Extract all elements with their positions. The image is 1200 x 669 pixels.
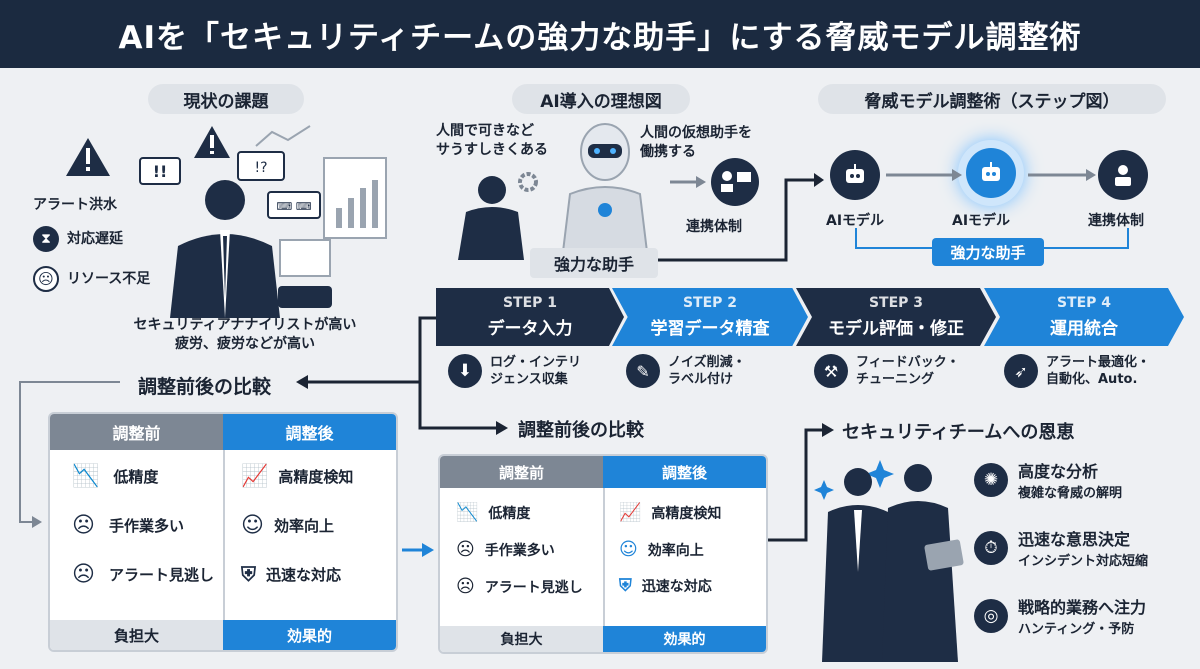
current-caption: セキュリティアナナイリストが高い 疲労、疲労などが高い: [133, 317, 357, 352]
brain-icon: ✺: [974, 462, 1008, 497]
chart-up-icon: 📈: [241, 464, 269, 489]
broom-icon: ✎: [626, 354, 660, 388]
compare-left-after-item-1: 📈高精度検知: [241, 464, 354, 489]
wrench-icon: ⚒: [814, 354, 848, 388]
compare-left-before-item-1: 📉低精度: [72, 464, 159, 489]
sad-face-icon: ☹: [72, 513, 95, 538]
ideal-right-text: 人間の仮想助手を 働携する: [640, 125, 752, 160]
compare-left-after-header: 調整後: [223, 414, 396, 450]
current-heading: 現状の課題: [148, 84, 304, 114]
page-title: AIを「セキュリティチームの強力な助手」にする脅威モデル調整術: [118, 19, 1082, 56]
worried-face-icon: ☹: [72, 562, 95, 587]
compare-left-before-header: 調整前: [50, 414, 223, 450]
ideal-illustration: [458, 123, 759, 261]
step-1-desc: ⬇ ログ・インテリジェンス収集: [448, 354, 581, 388]
operator-icon: [1098, 150, 1148, 200]
steps-diagram-arrows: [886, 169, 1096, 181]
current-item-resource: ☹ リソース不足: [33, 266, 150, 292]
title-bar: AIを「セキュリティチームの強力な助手」にする脅威モデル調整術: [0, 0, 1200, 68]
chart-down-icon: 📉: [72, 464, 100, 489]
compare-right-after-foot: 効果的: [603, 626, 766, 652]
compare-right-before-item-2: ☹手作業多い: [456, 539, 555, 560]
ideal-collab: 連携体制: [686, 219, 742, 235]
ideal-assistant-label: 強力な助手: [530, 248, 658, 278]
step-1: STEP 1 データ入力: [436, 288, 624, 346]
compare-right-after-item-3: ⛨迅速な対応: [618, 576, 712, 596]
compare-left-after-item-3: ⛨迅速な対応: [241, 562, 342, 586]
benefits-heading: セキュリティチームへの恩恵: [842, 422, 1075, 443]
stopwatch-icon: ⏱: [974, 530, 1008, 565]
robot-icon: [830, 150, 880, 200]
steps-diagram-assistant: 強力な助手: [932, 238, 1044, 266]
compare-left-before-item-3: ☹アラート見逃し: [72, 562, 214, 587]
compare-arrow: [402, 543, 434, 557]
benefit-3: ◎ 戦略的業務へ注力ハンティング・予防: [974, 594, 1146, 637]
compare-left-after-foot: 効果的: [223, 620, 396, 650]
compare-left-before-foot: 負担大: [50, 620, 223, 650]
ideal-left-text: 人間で可きなど サうすしきくある: [436, 123, 548, 158]
ideal-to-steps-arrow: [658, 173, 824, 262]
compare-left-heading: 調整前後の比較: [138, 376, 272, 398]
rocket-icon: ➶: [1004, 354, 1038, 388]
steps-node-2: AIモデル: [952, 213, 1011, 229]
compare-right-table: 調整前 調整後 📉低精度 ☹手作業多い ☹アラート見逃し 📈高精度検知 ☺効率向…: [438, 454, 768, 654]
svg-text:⌨ ⌨: ⌨ ⌨: [276, 200, 311, 213]
sad-face-icon: ☹: [456, 539, 475, 560]
step-4: STEP 4 運用統合: [984, 288, 1184, 346]
compare-right-before-foot: 負担大: [440, 626, 603, 652]
compare-right-after-item-1: 📈高精度検知: [618, 502, 722, 523]
compare-left-after-item-2: ☺効率向上: [241, 513, 334, 538]
compare-right-after-header: 調整後: [603, 456, 766, 488]
step-3: STEP 3 モデル評価・修正: [796, 288, 996, 346]
benefit-1: ✺ 高度な分析複雑な脅威の解明: [974, 458, 1122, 501]
steps-diagram-heading: 脅威モデル調整術（ステップ図）: [818, 84, 1166, 114]
download-icon: ⬇: [448, 354, 482, 388]
current-item-alert: アラート洪水: [33, 197, 117, 213]
smile-face-icon: ☺: [618, 539, 638, 560]
step-4-desc: ➶ アラート最適化・自動化、Auto.: [1004, 354, 1150, 388]
chart-down-icon: 📉: [456, 502, 479, 523]
compare-right-before-item-1: 📉低精度: [456, 502, 531, 523]
compare-right-heading: 調整前後の比較: [518, 420, 644, 441]
svg-text:!!: !!: [153, 162, 168, 181]
ideal-heading: AI導入の理想図: [512, 84, 690, 114]
step-2-desc: ✎ ノイズ削減・ラベル付け: [626, 354, 746, 388]
benefits-connector: [768, 423, 834, 542]
compare-right-before-header: 調整前: [440, 456, 603, 488]
target-icon: ◎: [974, 598, 1008, 633]
worried-face-icon: ☹: [456, 576, 475, 597]
flow-connectors: [19, 316, 508, 528]
step-3-desc: ⚒ フィードバック・チューニング: [814, 354, 959, 388]
sad-face-icon: ☹: [33, 266, 59, 292]
compare-left-table: 調整前 調整後 📉低精度 ☹手作業多い ☹アラート見逃し 📈高精度検知 ☺効率向…: [48, 412, 398, 652]
svg-text:!?: !?: [254, 160, 267, 176]
compare-right-after-item-2: ☺効率向上: [618, 539, 704, 560]
steps-node-3: 連携体制: [1088, 213, 1144, 229]
shield-icon: ⛨: [618, 576, 632, 596]
smile-face-icon: ☺: [241, 513, 264, 538]
compare-right-before-item-3: ☹アラート見逃し: [456, 576, 583, 597]
chart-up-icon: 📈: [618, 502, 642, 523]
benefit-2: ⏱ 迅速な意思決定インシデント対応短縮: [974, 526, 1148, 569]
current-item-delay: ⧗ 対応遅延: [33, 226, 123, 252]
team-illustration: [814, 460, 964, 662]
steps-node-1: AIモデル: [826, 213, 885, 229]
compare-left-before-item-2: ☹手作業多い: [72, 513, 184, 538]
shield-icon: ⛨: [241, 562, 256, 586]
step-2: STEP 2 学習データ精査: [612, 288, 808, 346]
ai-robot-icon: [958, 140, 1024, 206]
current-illustration: !! !? ⌨ ⌨: [66, 125, 387, 318]
hourglass-icon: ⧗: [33, 226, 59, 252]
